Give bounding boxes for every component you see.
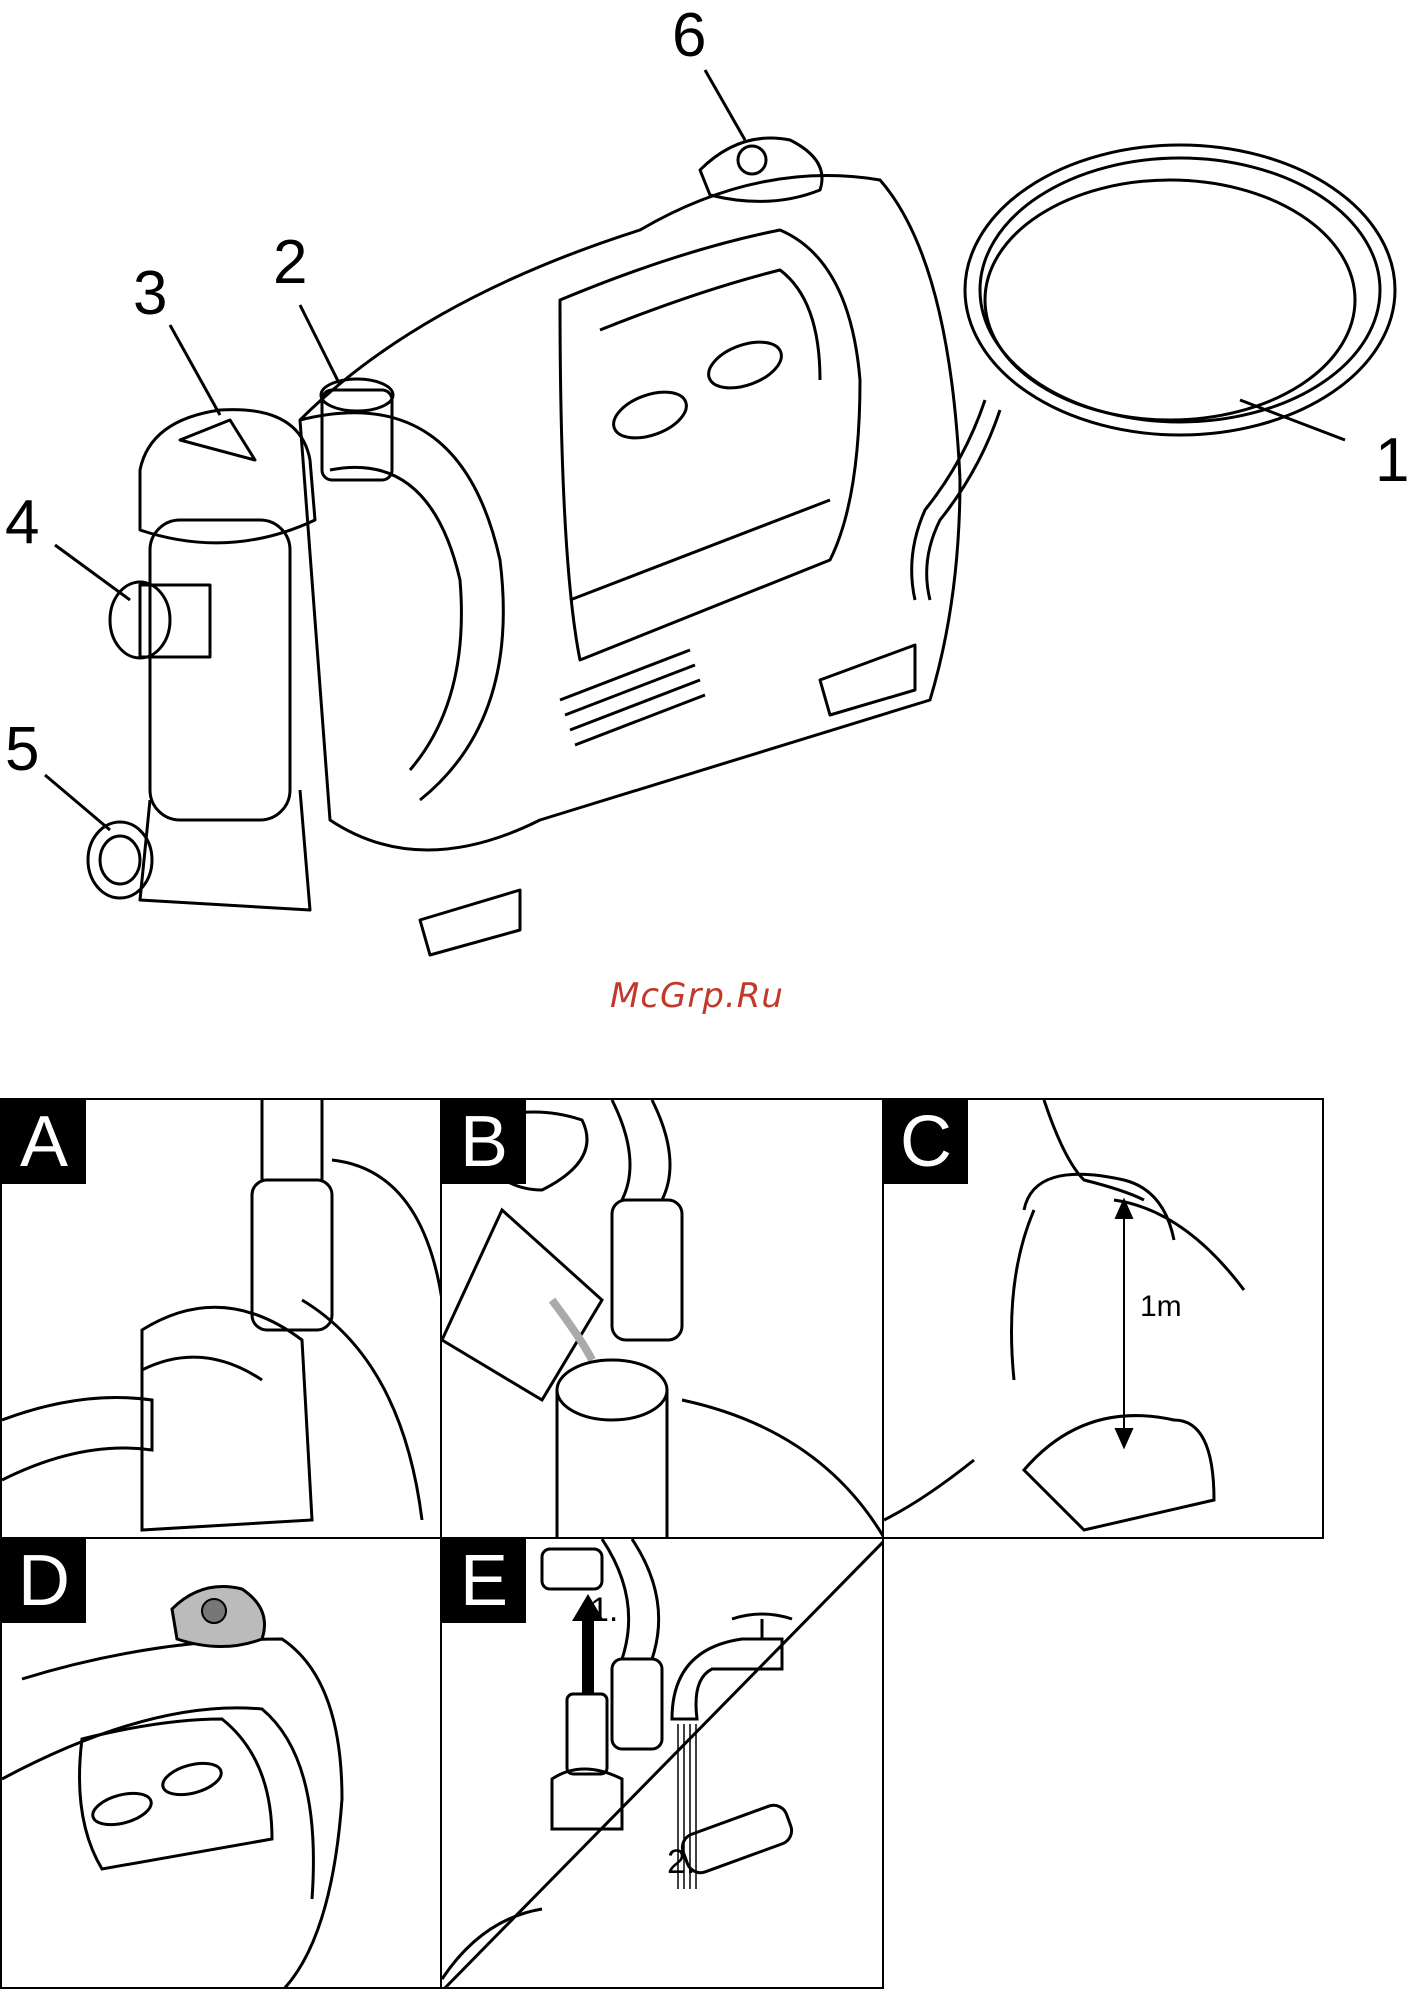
leader-3: [170, 325, 220, 415]
pressure-indicator-highlight: [172, 1587, 265, 1647]
panel-a: A: [0, 1098, 442, 1539]
callout-1: 1: [1375, 430, 1409, 492]
panel-d-label: D: [2, 1539, 86, 1623]
panel-b-label: B: [442, 1100, 526, 1184]
callout-4: 4: [5, 492, 39, 554]
panel-c: C 1m: [882, 1098, 1324, 1539]
filter-housing: [150, 520, 290, 820]
leader-6: [705, 70, 745, 140]
panel-a-label: A: [2, 1100, 86, 1184]
tap: [672, 1639, 782, 1719]
panel-e-label: E: [442, 1539, 526, 1623]
hand-arm: [1044, 1100, 1144, 1200]
rear-foot: [820, 645, 915, 715]
vent-slits: [560, 650, 705, 745]
leader-2: [300, 305, 340, 385]
pump-overview-illustration: [0, 0, 1424, 1000]
height-measure-label: 1m: [1140, 1290, 1182, 1324]
callout-3: 3: [133, 263, 167, 325]
panel-e: E 1. 2.: [440, 1537, 884, 1989]
step-2-label: 2.: [667, 1843, 695, 1882]
leader-1: [1240, 400, 1345, 440]
hose: [1012, 1210, 1035, 1380]
panel-b: B: [440, 1098, 884, 1539]
panel-c-label: C: [884, 1100, 968, 1184]
power-cable-coil: [965, 145, 1395, 435]
callout-6: 6: [672, 5, 706, 67]
leader-4: [55, 545, 130, 600]
handle-recess: [560, 230, 860, 660]
step-1-label: 1.: [590, 1591, 618, 1630]
pump-housing: [300, 176, 960, 850]
callout-2: 2: [273, 232, 307, 294]
drain-plug: [88, 822, 152, 898]
leader-5: [45, 775, 110, 830]
front-foot: [420, 890, 520, 955]
callout-5: 5: [5, 719, 39, 781]
height-arrow: [1116, 1200, 1132, 1447]
tap-handle: [732, 1614, 792, 1639]
panel-d: D: [0, 1537, 442, 1989]
watermark-text: McGrp.Ru: [610, 976, 784, 1016]
filter-insert: [567, 1694, 607, 1774]
